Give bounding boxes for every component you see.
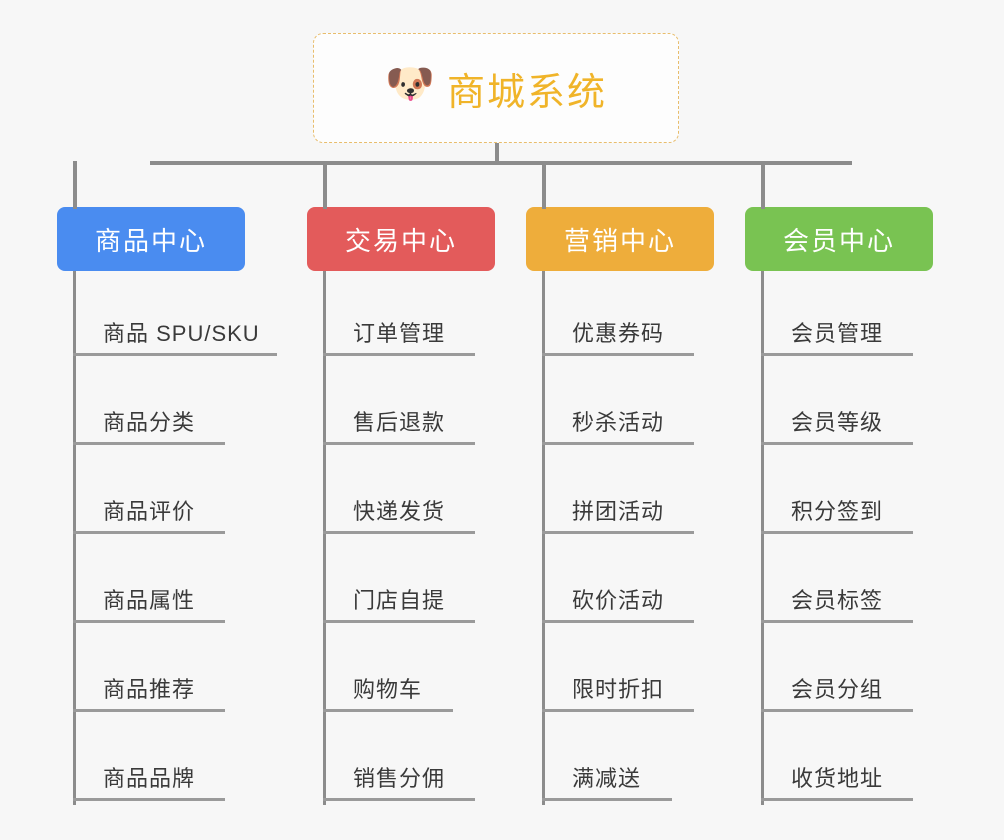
leaf-item-underline	[761, 442, 913, 445]
horizontal-bus-connector	[150, 161, 852, 165]
leaf-item-underline	[761, 798, 913, 801]
category-card[interactable]: 商品中心	[57, 207, 245, 271]
category-column: 交易中心订单管理售后退款快递发货门店自提购物车销售分佣	[307, 207, 495, 805]
leaf-item-label: 商品属性	[103, 588, 196, 613]
category-column: 会员中心会员管理会员等级积分签到会员标签会员分组收货地址	[745, 207, 933, 805]
category-spine-connector	[542, 271, 545, 805]
leaf-item-label: 会员管理	[791, 321, 884, 346]
leaf-item-underline	[542, 442, 694, 445]
category-drop-connector	[761, 161, 765, 209]
category-card-label: 交易中心	[344, 225, 457, 256]
leaf-item-label: 砍价活动	[572, 588, 665, 613]
leaf-item-label: 订单管理	[353, 321, 446, 346]
leaf-item-label: 秒杀活动	[572, 410, 665, 435]
category-drop-connector	[323, 161, 327, 209]
category-column: 营销中心优惠券码秒杀活动拼团活动砍价活动限时折扣满减送	[526, 207, 714, 805]
leaf-item-label: 会员等级	[791, 410, 884, 435]
leaf-item-underline	[542, 531, 694, 534]
category-card-label: 会员中心	[782, 225, 895, 256]
leaf-item-underline	[323, 442, 475, 445]
leaf-item-underline	[761, 531, 913, 534]
leaf-item-label: 售后退款	[353, 410, 446, 435]
root-stem-connector	[495, 143, 499, 164]
leaf-item-label: 限时折扣	[572, 677, 665, 702]
root-node-title: 商城系统	[446, 71, 607, 114]
leaf-item-label: 拼团活动	[572, 499, 665, 524]
leaf-item-underline	[542, 798, 672, 801]
category-card-label: 营销中心	[563, 225, 676, 256]
category-drop-connector	[73, 161, 77, 209]
leaf-item-underline	[73, 709, 225, 712]
leaf-item-label: 商品评价	[103, 499, 196, 524]
leaf-item-label: 销售分佣	[353, 766, 446, 791]
leaf-item-underline	[323, 798, 475, 801]
leaf-item-label: 商品 SPU/SKU	[103, 321, 260, 346]
leaf-item-underline	[73, 798, 225, 801]
leaf-item-underline	[761, 620, 913, 623]
leaf-item-label: 收货地址	[791, 766, 884, 791]
category-spine-connector	[73, 271, 76, 805]
leaf-item-underline	[73, 353, 277, 356]
leaf-item-label: 商品分类	[103, 410, 196, 435]
leaf-item-underline	[73, 620, 225, 623]
leaf-item-underline	[542, 709, 694, 712]
leaf-item-label: 会员标签	[791, 588, 884, 613]
category-card-label: 商品中心	[94, 225, 207, 256]
leaf-item-underline	[73, 442, 225, 445]
category-spine-connector	[323, 271, 326, 805]
leaf-item-underline	[323, 353, 475, 356]
leaf-item-label: 快递发货	[353, 499, 446, 524]
category-card[interactable]: 营销中心	[526, 207, 714, 271]
leaf-item-underline	[761, 709, 913, 712]
leaf-item-underline	[542, 620, 694, 623]
leaf-item-label: 门店自提	[353, 588, 446, 613]
leaf-item-label: 优惠券码	[572, 321, 665, 346]
leaf-item-underline	[761, 353, 913, 356]
category-card[interactable]: 交易中心	[307, 207, 495, 271]
root-node[interactable]: 🐶 商城系统	[313, 33, 679, 143]
category-card[interactable]: 会员中心	[745, 207, 933, 271]
leaf-item-underline	[323, 531, 475, 534]
category-spine-connector	[761, 271, 764, 805]
leaf-item-label: 满减送	[572, 766, 642, 791]
leaf-item-underline	[73, 531, 225, 534]
shiba-dog-face-icon: 🐶	[384, 62, 435, 106]
category-drop-connector	[542, 161, 546, 209]
leaf-item-label: 购物车	[353, 677, 423, 702]
leaf-item-label: 会员分组	[791, 677, 884, 702]
leaf-item-label: 商品品牌	[103, 766, 196, 791]
leaf-item-underline	[323, 709, 453, 712]
leaf-item-underline	[323, 620, 475, 623]
category-column: 商品中心商品 SPU/SKU 商品分类商品评价商品属性商品推荐商品品牌	[57, 207, 277, 805]
leaf-item-label: 商品推荐	[103, 677, 196, 702]
leaf-item-label: 积分签到	[791, 499, 884, 524]
leaf-item-underline	[542, 353, 694, 356]
